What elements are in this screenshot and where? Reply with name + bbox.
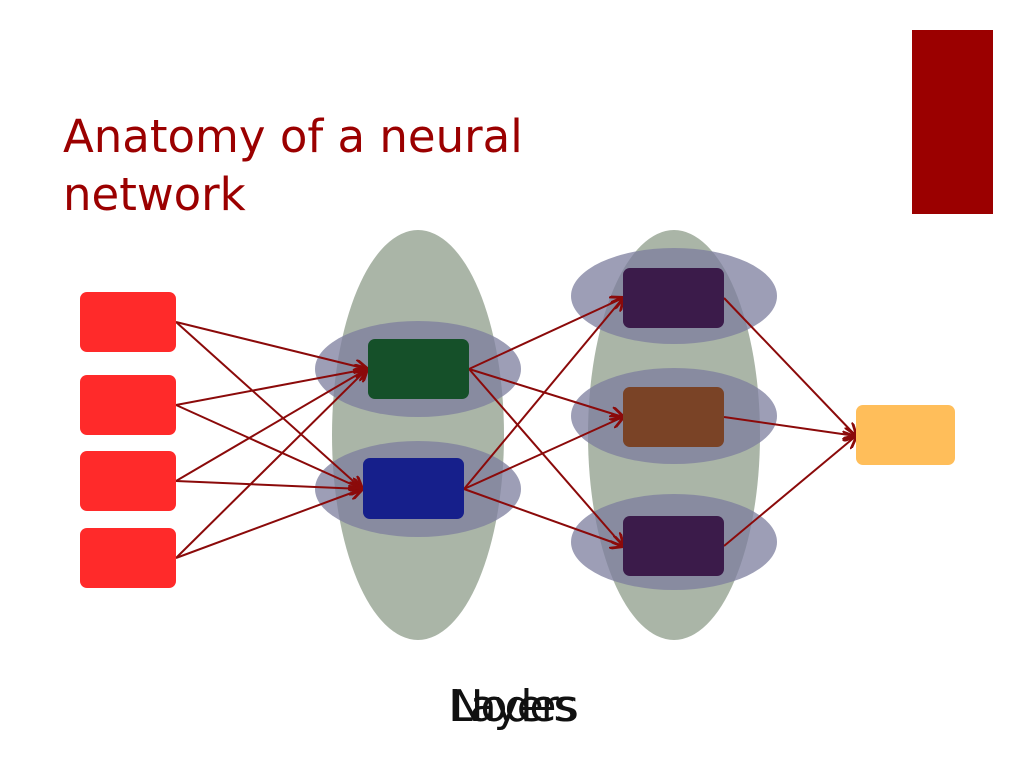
output-node	[856, 405, 955, 465]
edge	[468, 298, 623, 370]
hidden1-node-top	[368, 339, 469, 399]
edge	[175, 404, 362, 489]
edge	[175, 480, 362, 489]
edge	[463, 488, 623, 546]
edge	[175, 321, 367, 369]
edge	[468, 368, 623, 417]
input-node	[80, 528, 176, 588]
layer-ellipse-hidden-1	[332, 230, 504, 640]
hidden1-node-bottom	[363, 458, 464, 519]
slide-title: Anatomy of a neural network	[63, 110, 523, 221]
edge	[175, 369, 367, 406]
hidden2-node-middle	[623, 387, 724, 447]
edge	[175, 369, 367, 482]
edge	[723, 297, 856, 436]
caption-nodes: Nodes	[450, 681, 577, 732]
edge	[723, 436, 856, 547]
input-node	[80, 375, 176, 435]
edge	[463, 417, 623, 490]
input-node	[80, 451, 176, 511]
accent-bar	[912, 30, 993, 214]
edge	[723, 416, 856, 436]
edge	[175, 489, 362, 559]
input-node	[80, 292, 176, 352]
edge	[175, 321, 362, 489]
edges-input-to-hidden1	[175, 321, 367, 559]
caption-overlapping-text: Nodes Layers	[0, 672, 1024, 742]
hidden2-node-top	[623, 268, 724, 328]
caption-layers: Layers	[448, 681, 579, 732]
edge	[463, 298, 623, 490]
edges-hidden1-to-hidden2	[463, 298, 623, 546]
hidden2-node-bottom	[623, 516, 724, 576]
edge	[175, 369, 367, 559]
edges-hidden2-to-output	[723, 297, 856, 547]
edge	[468, 368, 623, 546]
